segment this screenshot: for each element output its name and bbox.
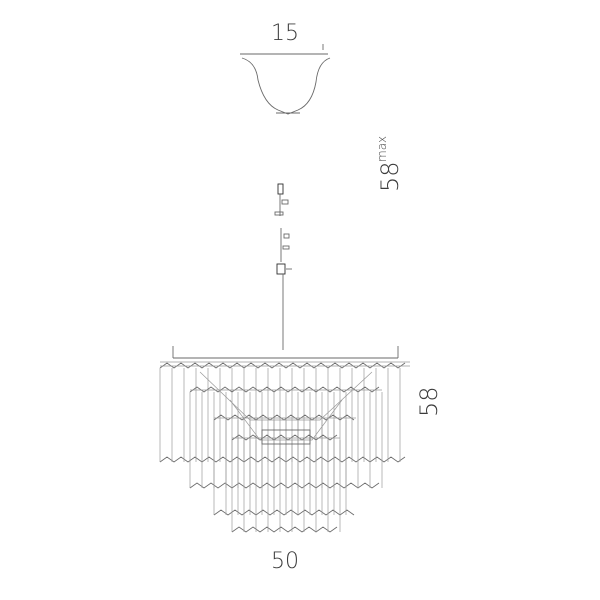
max-height-dimension: 58 max [375,136,404,192]
crystal-tier-top-edge [231,434,338,441]
canopy-width-label: 15 [271,21,299,46]
crystal-tier-bottom-edge [189,482,380,489]
inner-frame [229,399,343,441]
top-frame [160,346,410,363]
body-width-label: 50 [271,549,299,574]
suspension-chain [274,183,292,350]
crystal-tiers [159,362,410,533]
inner-frame [199,371,373,421]
max-height-label: 58 [376,161,404,192]
crystal-tier-top-edge [189,386,380,393]
crystal-tier-top-edge [213,414,355,421]
crystal-tier-bottom-edge [213,509,355,516]
crystal-tier-bottom-edge [231,526,338,533]
crystal-tier-top-edge [159,362,406,369]
body-height-label: 58 [415,386,443,417]
crystal-tier-bottom-edge [159,456,406,463]
max-height-suffix: max [375,136,389,162]
ceiling-canopy [241,57,331,115]
center-bracket [261,429,311,445]
